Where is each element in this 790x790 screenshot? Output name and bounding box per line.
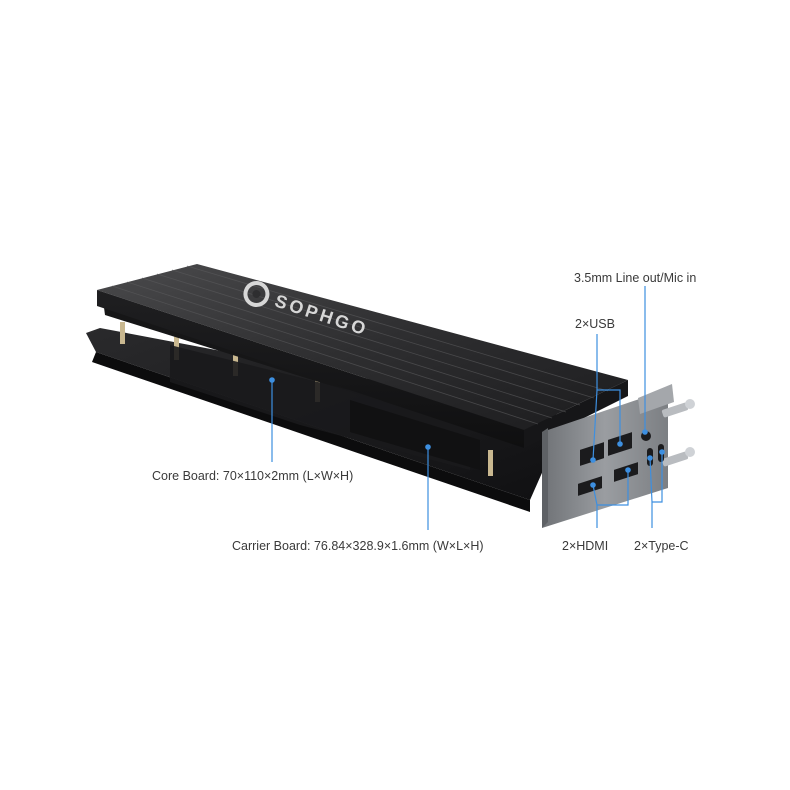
hdmi-ports [578,462,638,496]
callout-line-hdmi-b [597,470,629,506]
callout-label-type-c: 2×Type-C [634,539,689,553]
callout-label-usb: 2×USB [575,317,615,331]
heatsink: SOPHGO [97,264,628,448]
callout-lines [271,286,663,530]
io-bracket [542,384,695,528]
callout-line-usb-b [597,389,621,444]
callout-line-typec-b [652,452,663,503]
callout-label-hdmi: 2×HDMI [562,539,609,553]
callout-label-core-board: Core Board: 70×110×2mm (L×W×H) [152,469,354,483]
callout-dots [269,377,665,488]
callout-label-carrier-board: Carrier Board: 76.84×328.9×1.6mm (W×L×H) [232,539,484,553]
callout-label-line-out: 3.5mm Line out/Mic in [574,271,697,285]
